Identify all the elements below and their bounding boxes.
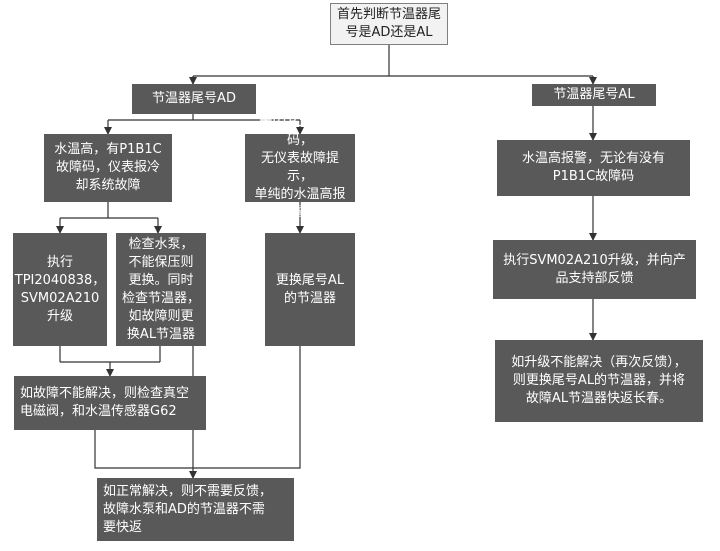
- line-merge: [59, 346, 161, 363]
- node-normal: 如正常解决，则不需要反馈， 故障水泵和AD的节温器不需 要快返: [97, 478, 294, 541]
- node-start: 首先判断节温器尾 号是AD还是AL: [330, 3, 448, 45]
- line-replace-down: [193, 346, 301, 469]
- line-fault-split: [60, 202, 158, 219]
- node-al-alarm: 水温高报警，无论有没有 P1B1C故障码: [497, 140, 690, 196]
- line-valve-down: [94, 430, 193, 469]
- node-check-valve: 如故障不能解决，则检查真空 电磁阀，和水温传感器G62: [14, 376, 206, 430]
- node-exec-upgrade: 执行 TPI2040838， SVM02A210 升级: [13, 233, 107, 346]
- node-check-pump: 检查水泵， 不能保压则 更换。同时 检查节温器， 如故障则更 换AL节温器: [116, 233, 206, 346]
- node-al-replace: 如升级不能解决（再次反馈）， 则更换尾号AL的节温器，并将 故障AL节温器快返长…: [495, 340, 703, 422]
- node-ad-no-fault: 无P1B1C故障码， 无仪表故障提示， 单纯的水温高报警: [245, 115, 355, 220]
- node-replace-al: 更换尾号AL 的节温器: [265, 233, 355, 346]
- node-ad-fault: 水温高，有P1B1C 故障码，仪表报冷 却系统故障: [44, 134, 172, 202]
- node-thermostat-al: 节温器尾号AL: [532, 84, 656, 106]
- node-thermostat-ad: 节温器尾号AD: [132, 84, 256, 114]
- node-al-upgrade: 执行SVM02A210升级，并向产 品支持部反馈: [493, 240, 696, 299]
- line-start-split: [193, 45, 593, 77]
